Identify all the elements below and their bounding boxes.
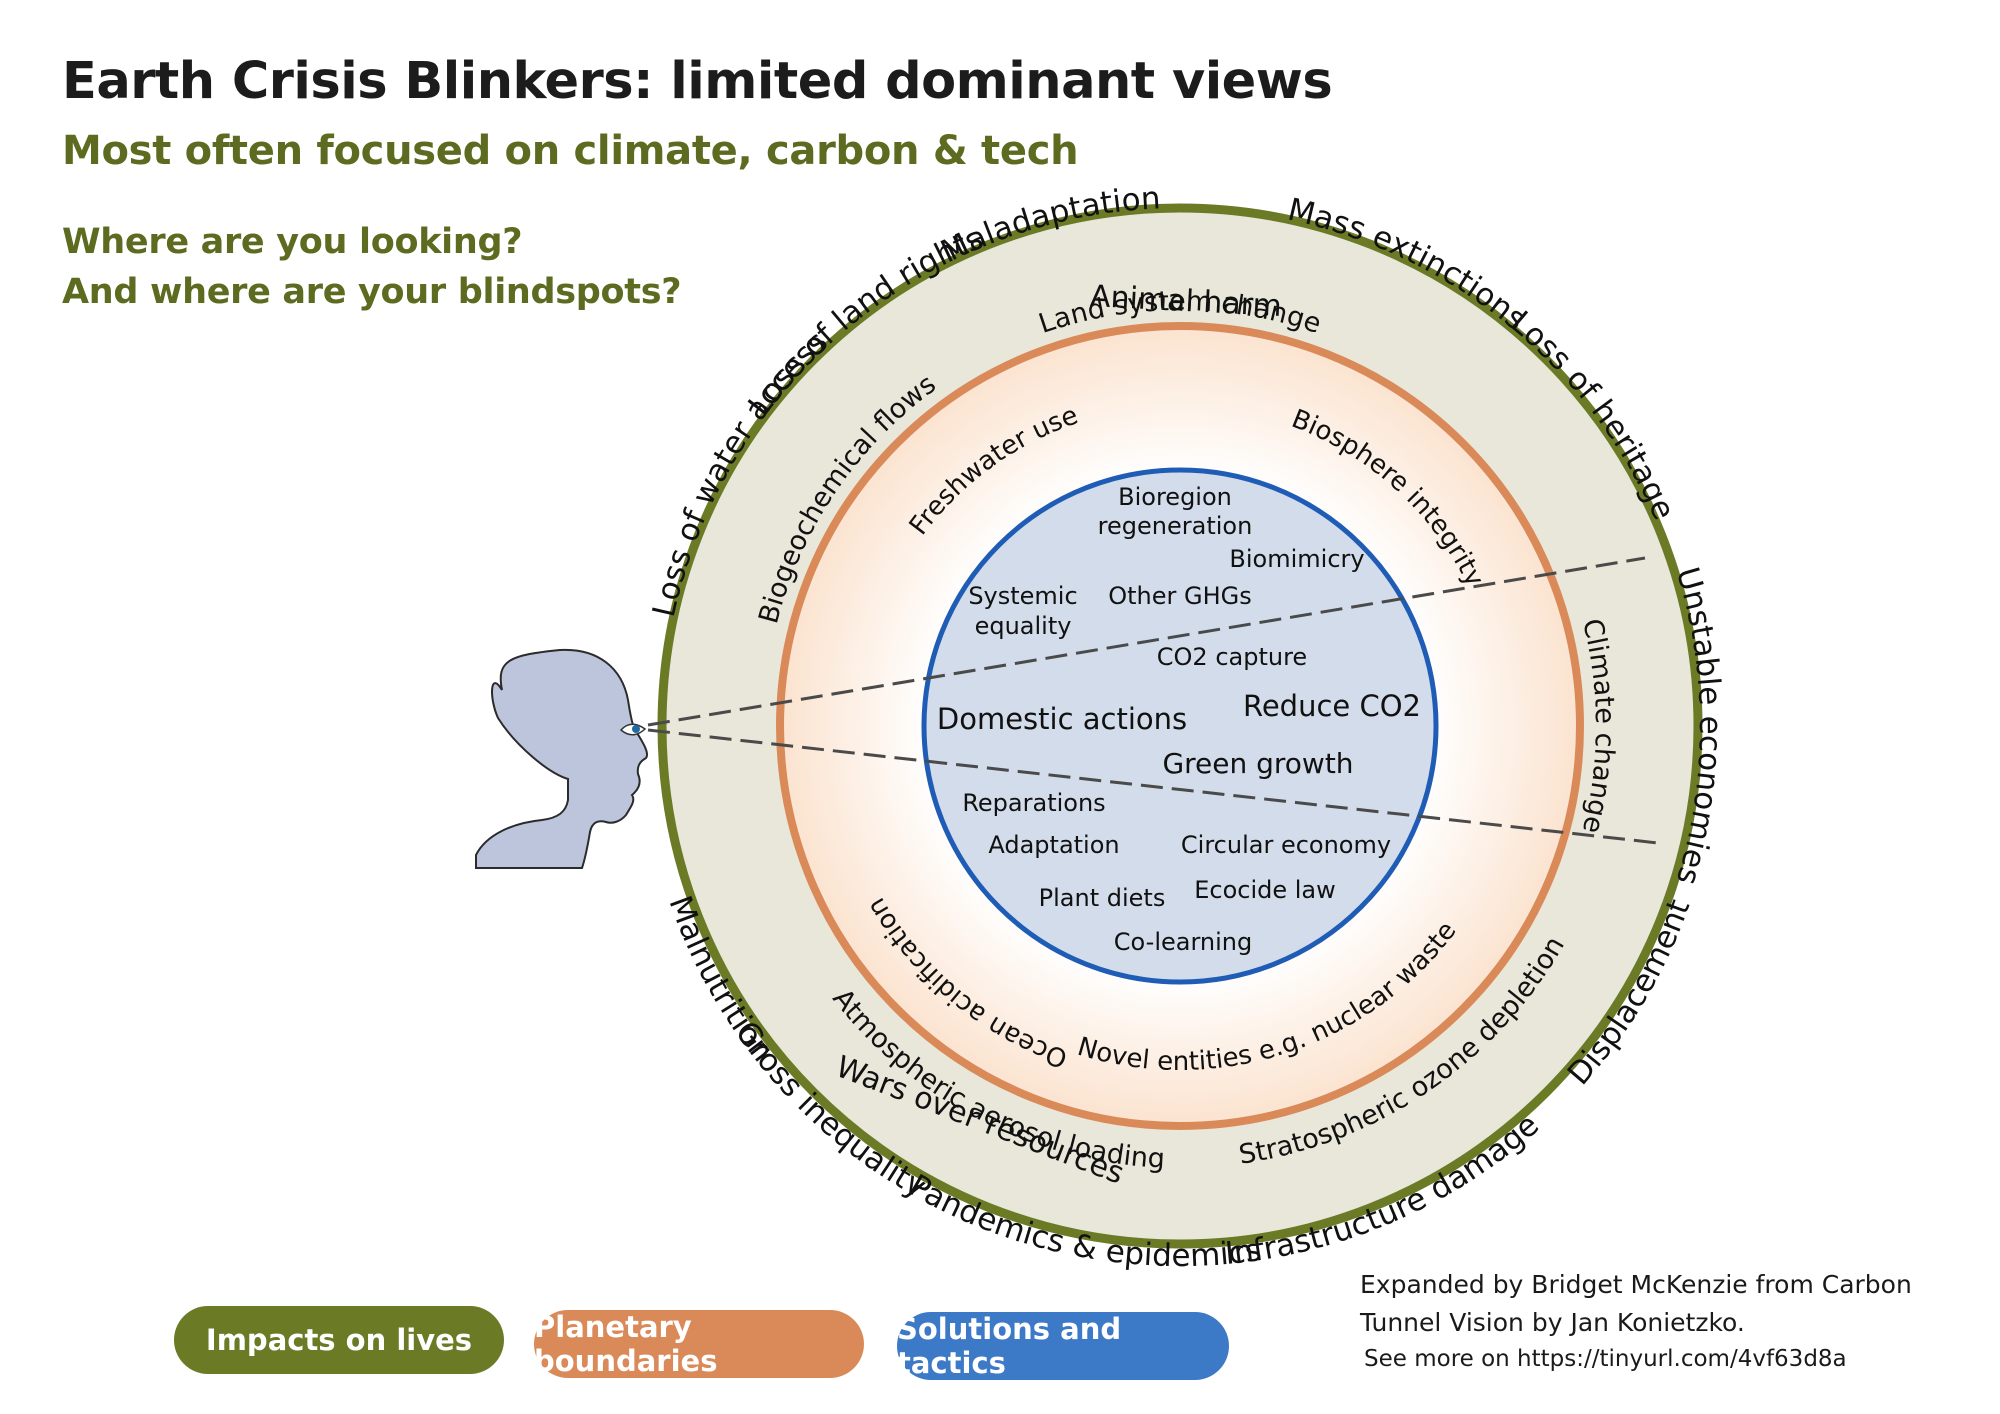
head-silhouette [475, 648, 648, 869]
label-reduce-co2: Reduce CO2 [1243, 689, 1421, 723]
label-biomimicry: Biomimicry [1229, 545, 1364, 573]
solutions-circle [921, 467, 1439, 985]
label-other-ghgs: Other GHGs [1108, 582, 1252, 610]
label-green-growth: Green growth [1162, 747, 1353, 780]
legend-impacts: Impacts on lives [174, 1306, 504, 1374]
label-circular-economy: Circular economy [1181, 831, 1391, 859]
question-looking: Where are you looking? [62, 222, 523, 262]
label-bioregion: Bioregion [1118, 483, 1232, 511]
label-systemic: Systemic [968, 582, 1077, 610]
page-subtitle: Most often focused on climate, carbon & … [62, 128, 1079, 174]
sight-line-lower [647, 728, 1659, 845]
label-co2-capture: CO2 capture [1157, 643, 1307, 671]
label-regeneration: regeneration [1098, 512, 1253, 540]
label-equality: equality [975, 612, 1072, 640]
sight-line-upper [647, 556, 1646, 727]
eye-pupil-icon [632, 725, 640, 733]
page-title: Earth Crisis Blinkers: limited dominant … [62, 52, 1333, 111]
credit-text: Expanded by Bridget McKenzie from Carbon… [1360, 1270, 1912, 1337]
legend-boundaries: Planetary boundaries [534, 1310, 864, 1378]
label-plant-diets: Plant diets [1039, 884, 1166, 912]
label-ecocide-law: Ecocide law [1194, 876, 1336, 904]
label-reparations: Reparations [962, 789, 1105, 817]
label-domestic-actions: Domestic actions [937, 702, 1187, 736]
question-blindspots: And where are your blindspots? [62, 272, 682, 312]
legend-solutions: Solutions and tactics [897, 1312, 1229, 1380]
see-more-link[interactable]: See more on https://tinyurl.com/4vf63d8a [1364, 1346, 1847, 1372]
label-co-learning: Co-learning [1114, 928, 1252, 956]
label-adaptation: Adaptation [988, 831, 1119, 859]
